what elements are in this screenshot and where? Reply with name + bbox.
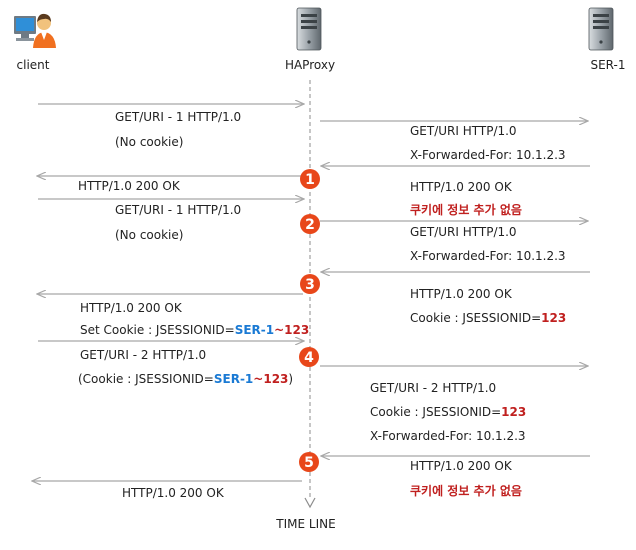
step-badge-4: 4 <box>299 347 319 367</box>
step3-set-cookie: Set Cookie : JSESSIONID=SER-1~123 <box>80 323 309 337</box>
proxy-label: HAProxy <box>285 58 335 72</box>
step5-server-note: 쿠키에 정보 추가 없음 <box>410 483 522 498</box>
step-badge-3: 3 <box>300 274 320 294</box>
step2-request-line2: (No cookie) <box>115 228 183 242</box>
timeline-arrowhead <box>304 497 316 509</box>
client-label: client <box>17 58 50 72</box>
step1-request-line1: GET/URI - 1 HTTP/1.0 <box>115 110 241 124</box>
timeline-label: TIME LINE <box>275 517 335 531</box>
step3-server-cookie: Cookie : JSESSIONID=123 <box>410 311 566 325</box>
step2-forward-line2: X-Forwarded-For: 10.1.2.3 <box>410 249 566 263</box>
proxy-server-icon <box>296 7 322 51</box>
backend-server-icon <box>588 7 614 51</box>
step1-response: HTTP/1.0 200 OK <box>78 179 181 193</box>
client-icon <box>14 13 56 48</box>
step2-server-note: 쿠키에 정보 추가 없음 <box>410 202 522 217</box>
server-label: SER-1 <box>590 58 625 72</box>
step4-request-cookie: (Cookie : JSESSIONID=SER-1~123) <box>78 372 293 386</box>
step4-forward-line3: X-Forwarded-For: 10.1.2.3 <box>370 429 526 443</box>
svg-text:2: 2 <box>305 217 315 233</box>
svg-text:5: 5 <box>304 455 314 471</box>
step2-request-line1: GET/URI - 1 HTTP/1.0 <box>115 203 241 217</box>
step-badge-5: 5 <box>299 452 319 472</box>
step-badge-2: 2 <box>300 214 320 234</box>
step-badge-1: 1 <box>300 169 320 189</box>
step5-client-response: HTTP/1.0 200 OK <box>122 486 225 500</box>
step1-request-line2: (No cookie) <box>115 135 183 149</box>
step1-forward-line1: GET/URI HTTP/1.0 <box>410 124 517 138</box>
message-arrows <box>32 104 590 481</box>
step5-server-response: HTTP/1.0 200 OK <box>410 459 513 473</box>
step3-server-response: HTTP/1.0 200 OK <box>410 287 513 301</box>
step1-forward-line2: X-Forwarded-For: 10.1.2.3 <box>410 148 566 162</box>
svg-text:1: 1 <box>305 172 315 188</box>
step4-request-line1: GET/URI - 2 HTTP/1.0 <box>80 348 206 362</box>
step2-server-response: HTTP/1.0 200 OK <box>410 180 513 194</box>
step2-forward-line1: GET/URI HTTP/1.0 <box>410 225 517 239</box>
svg-text:3: 3 <box>305 277 315 293</box>
svg-text:4: 4 <box>304 350 314 366</box>
step4-forward-line1: GET/URI - 2 HTTP/1.0 <box>370 381 496 395</box>
step3-client-response: HTTP/1.0 200 OK <box>80 301 183 315</box>
step4-forward-cookie: Cookie : JSESSIONID=123 <box>370 405 526 419</box>
